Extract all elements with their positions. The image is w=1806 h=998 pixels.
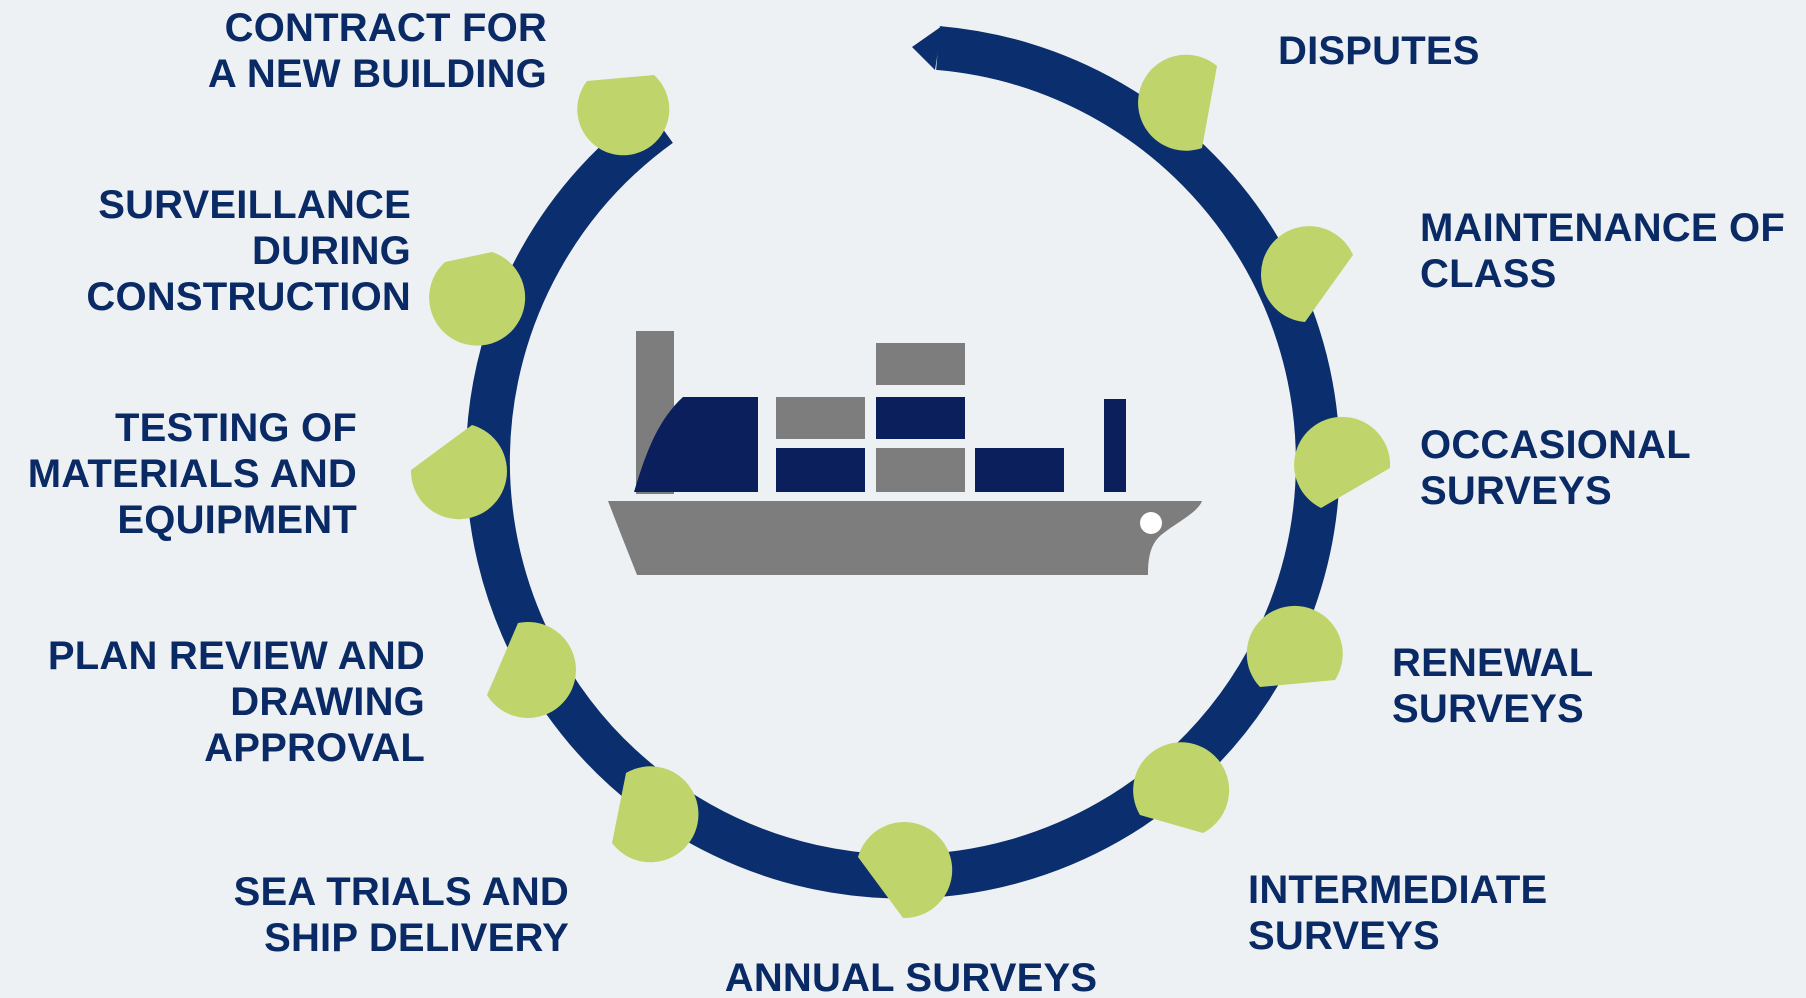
map-pin-icon [1138, 54, 1217, 151]
container-ship-icon [608, 331, 1202, 575]
map-pin-icon [577, 75, 670, 156]
map-pin-icon [1260, 226, 1353, 322]
stage-label-plan-review: PLAN REVIEW AND DRAWING APPROVAL [47, 634, 425, 770]
stage-label-testing: TESTING OF MATERIALS AND EQUIPMENT [27, 406, 357, 542]
stage-label-disputes: DISPUTES [1278, 29, 1480, 73]
map-pin-icon [858, 822, 953, 919]
map-pin-icon [612, 766, 699, 863]
map-pin-icon [410, 425, 507, 520]
stage-label-surveillance: SURVEILLANCE DURING CONSTRUCTION [86, 183, 411, 319]
stage-label-annual: ANNUAL SURVEYS [724, 956, 1098, 998]
map-pin-icon [1133, 742, 1230, 833]
stage-label-intermediate: INTERMEDIATE SURVEYS [1248, 868, 1548, 958]
stage-label-occasional: OCCASIONAL SURVEYS [1420, 423, 1691, 513]
stage-label-renewal: RENEWAL SURVEYS [1392, 641, 1594, 731]
ring-arrowhead [912, 26, 942, 70]
stage-label-contract: CONTRACT FOR A NEW BUILDING [207, 6, 547, 96]
stage-label-maintenance: MAINTENANCE OF CLASS [1420, 206, 1786, 296]
map-pin-icon [1246, 605, 1343, 687]
stage-label-sea-trials: SEA TRIALS AND SHIP DELIVERY [233, 870, 569, 960]
map-pin-icon [1294, 416, 1391, 508]
map-pin-icon [487, 621, 576, 718]
map-pin-icon [429, 252, 526, 346]
